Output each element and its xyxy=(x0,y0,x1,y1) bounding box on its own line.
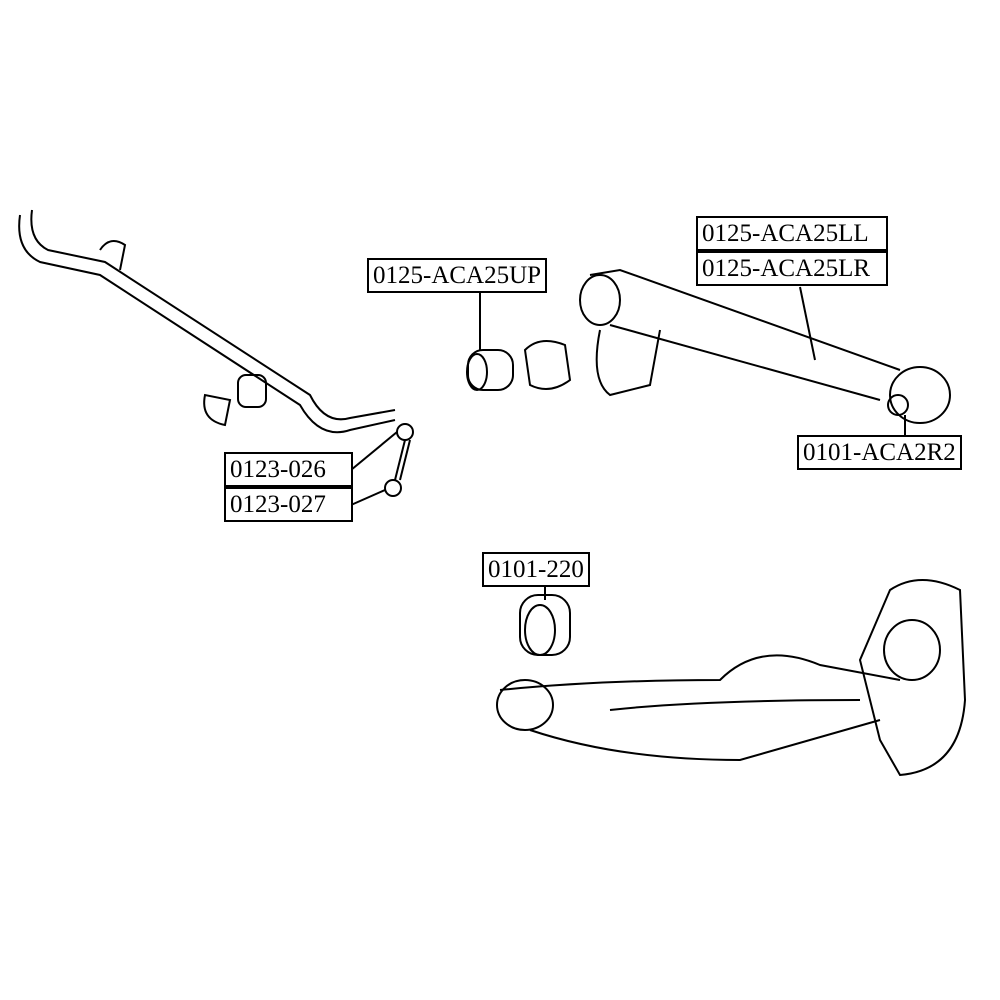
stabilizer-bar xyxy=(18,209,396,434)
upper-arm xyxy=(579,268,951,435)
label-link-027: 0123-027 xyxy=(224,487,353,522)
label-lower-bushing: 0101-220 xyxy=(482,552,590,587)
label-arm-ll: 0125-ACA25LL xyxy=(696,216,888,251)
stabilizer-link xyxy=(350,423,414,506)
lower-arm xyxy=(496,579,967,777)
label-arm-lr: 0125-ACA25LR xyxy=(696,251,888,286)
upper-bushing xyxy=(466,293,572,391)
label-arm-bushing: 0101-ACA2R2 xyxy=(797,435,962,470)
label-link-026: 0123-026 xyxy=(224,452,353,487)
label-upper-bushing: 0125-ACA25UP xyxy=(367,258,548,293)
